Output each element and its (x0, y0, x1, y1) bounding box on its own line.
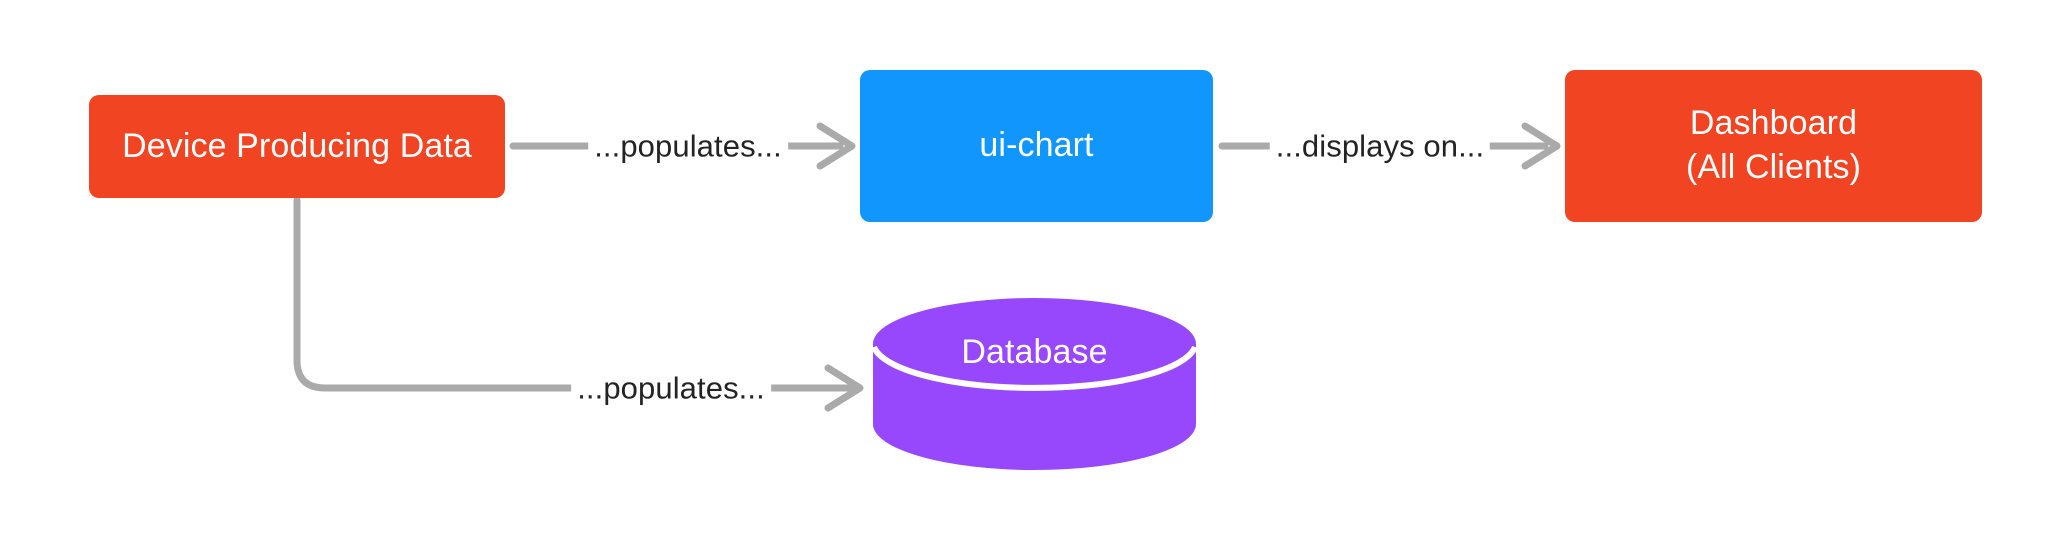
node-dashboard[interactable]: Dashboard (All Clients) (1565, 70, 1982, 222)
arrowhead-icon (816, 122, 856, 170)
database-cylinder-icon (871, 298, 1198, 470)
node-device-producing-data[interactable]: Device Producing Data (89, 95, 505, 198)
edge-device-to-database (293, 196, 864, 412)
arrowhead-icon (1521, 122, 1561, 170)
edge-elbow-segment (293, 196, 584, 392)
arrowhead-icon (824, 364, 864, 412)
edge-label-device-to-database: ...populates... (571, 369, 771, 407)
node-ui-chart[interactable]: ui-chart (860, 70, 1213, 222)
node-database[interactable]: Database (871, 298, 1198, 470)
edge-label-device-to-uichart: ...populates... (588, 127, 788, 165)
edge-label-uichart-to-dashboard: ...displays on... (1269, 127, 1491, 165)
